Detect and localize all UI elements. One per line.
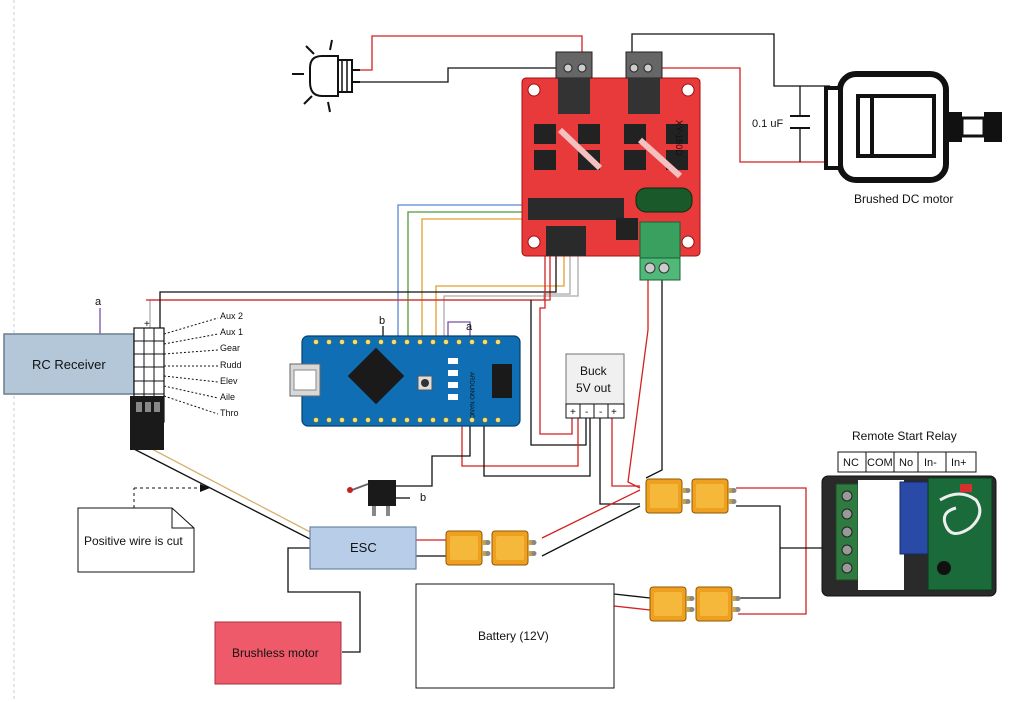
micro-switch-icon (347, 480, 396, 516)
relay-terminal-label: In- (924, 457, 937, 469)
buck-label-line2: 5V out (576, 381, 611, 395)
channel-label: Aux 2 (220, 311, 243, 321)
esc-label: ESC (350, 540, 377, 555)
motor-driver-board: XY-160D (521, 51, 701, 257)
battery: Battery (12V) (415, 583, 615, 689)
xt60-connector (691, 478, 737, 514)
rc-receiver-label: RC Receiver (32, 357, 106, 372)
marker-b-arduino: b (379, 315, 385, 327)
svg-text:XY-160D: XY-160D (674, 120, 684, 156)
channel-label: Gear (220, 343, 240, 353)
brushed-dc-motor-icon (824, 71, 1002, 183)
channel-label: Rudd (220, 360, 242, 370)
marker-a-receiver: a (95, 296, 102, 308)
channel-label: Elev (220, 376, 238, 386)
receiver-plus-label: + (144, 319, 150, 330)
relay-terminal-label: NC (843, 457, 859, 469)
xt60-connector (445, 530, 491, 566)
xt60-connector (491, 530, 537, 566)
marker-b-switch: b (420, 492, 426, 504)
buck-terminal-label: - (599, 407, 602, 418)
xt60-connector (649, 586, 695, 622)
driver-power-terminal (639, 221, 681, 281)
arduino-nano-board: ARDUINO NANO (289, 335, 521, 427)
xt60-connector (645, 478, 691, 514)
buck-terminal-label: + (570, 407, 576, 418)
brushless-motor: Brushless motor (214, 621, 342, 685)
led-bulb-icon (292, 39, 360, 113)
relay-terminal-label: In+ (951, 457, 967, 469)
channel-labels: Aux 2 Aux 1 Gear Rudd Elev Aile Thro (220, 311, 243, 418)
svg-text:ARDUINO NANO: ARDUINO NANO (468, 372, 474, 419)
buck-label-line1: Buck (580, 364, 608, 378)
channel-label: Aile (220, 392, 235, 402)
note-callout: Positive wire is cut (77, 484, 210, 573)
marker-a-arduino: a (466, 321, 473, 333)
relay-title: Remote Start Relay (852, 429, 957, 443)
relay-terminal-strip: NC COM No In- In+ (837, 451, 977, 473)
rc-receiver: RC Receiver (3, 333, 135, 395)
channel-label: Aux 1 (220, 327, 243, 337)
brushless-motor-label: Brushless motor (232, 646, 319, 660)
capacitor-symbol (790, 115, 810, 129)
channel-label: Thro (220, 408, 239, 418)
buck-converter: Buck 5V out + - - + (565, 353, 625, 419)
buck-terminal-label: - (585, 407, 588, 418)
relay-module (821, 475, 997, 597)
channel-lines (163, 317, 219, 415)
relay-terminal-label: No (899, 457, 913, 469)
rc-receiver-pin-header (130, 327, 165, 450)
arduino-top-pins (313, 339, 501, 345)
dc-motor-label: Brushed DC motor (854, 192, 953, 206)
battery-label: Battery (12V) (478, 629, 549, 643)
capacitor-label: 0.1 uF (752, 118, 783, 130)
wires (99, 33, 869, 653)
xt60-connector (695, 586, 741, 622)
relay-terminal-label: COM (867, 457, 893, 469)
note-text: Positive wire is cut (84, 534, 183, 548)
buck-terminal-label: + (611, 407, 617, 418)
esc-module: ESC (309, 526, 417, 570)
arduino-bottom-pins (313, 417, 501, 423)
